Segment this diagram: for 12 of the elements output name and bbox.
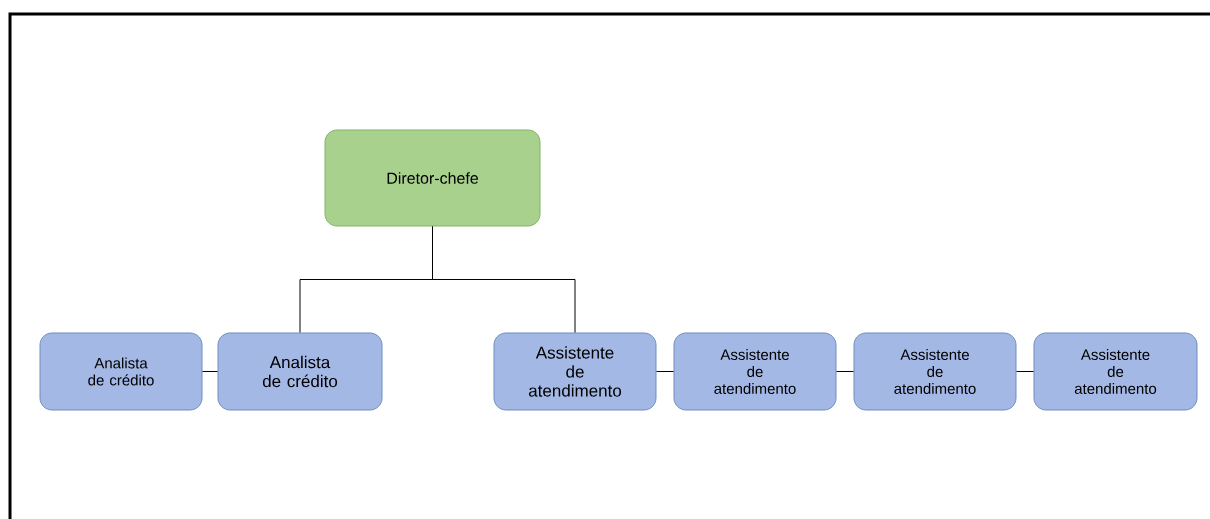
connector-line	[432, 226, 576, 333]
org-box: Analista de crédito	[217, 332, 383, 411]
org-box: Assistente de atendimento	[1033, 332, 1198, 411]
connector-line	[656, 371, 674, 372]
connector-line	[202, 371, 218, 372]
connector-line	[1016, 371, 1034, 372]
org-box: Analista de crédito	[39, 332, 203, 411]
org-box: Assistente de atendimento	[673, 332, 837, 411]
org-box: Assistente de atendimento	[853, 332, 1017, 411]
connector-line	[836, 371, 854, 372]
org-box: Assistente de atendimento	[493, 332, 657, 411]
org-box: Diretor-chefe	[324, 129, 541, 227]
